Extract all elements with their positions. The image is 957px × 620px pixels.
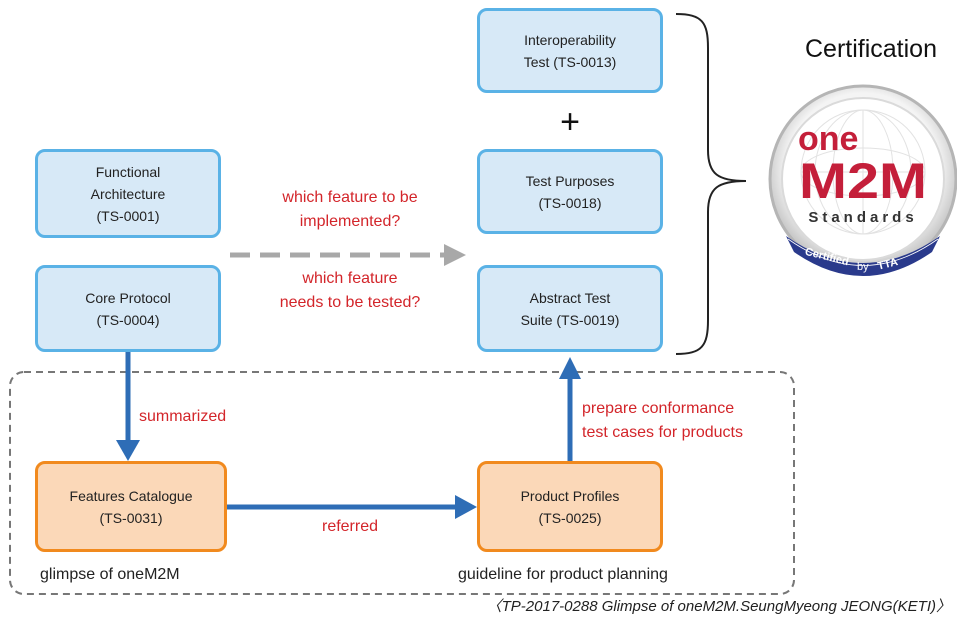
box-line: Test Purposes [525,172,615,189]
product-planning-group [9,371,795,595]
label-line: test cases for products [582,424,743,441]
guideline-caption: guideline for product planning [458,566,668,583]
dashed-arrow-head [444,244,466,266]
logo-by-text: by [857,261,869,273]
plus-sign: + [560,103,580,141]
prepare-conformance-label: prepare conformance test cases for produ… [582,397,743,445]
interoperability-test-box: Interoperability Test (TS-0013) [477,8,663,93]
test-purposes-box: Test Purposes (TS-0018) [477,149,663,234]
product-profiles-box: Product Profiles (TS-0025) [477,461,663,552]
logo-one-text: one [798,120,858,158]
curly-brace [675,13,747,355]
logo-standards-text: Standards [808,209,917,226]
features-catalogue-box: Features Catalogue (TS-0031) [35,461,227,552]
functional-architecture-box: Functional Architecture (TS-0001) [35,149,221,238]
core-protocol-box: Core Protocol (TS-0004) [35,265,221,352]
box-line: Interoperability [524,31,616,48]
box-line: Core Protocol [85,289,171,306]
label-line: which feature [302,270,398,287]
box-line: (TS-0031) [99,509,163,526]
referred-arrow-head [455,495,477,519]
box-line: Features Catalogue [69,487,193,504]
box-line: (TS-0018) [538,194,602,211]
box-line: Functional [95,163,161,180]
prepare-arrow-head [559,357,581,379]
box-line: Product Profiles [520,487,620,504]
which-feature-tested-label: which feature needs to be tested? [250,267,450,315]
logo-m2m-text: M2M [799,153,927,209]
box-line: Suite (TS-0019) [520,311,620,328]
box-line: Test (TS-0013) [523,53,617,70]
glimpse-caption: glimpse of oneM2M [40,566,180,583]
label-line: prepare conformance [582,400,735,417]
label-line: needs to be tested? [279,294,421,311]
which-feature-implemented-label: which feature to be implemented? [250,186,450,234]
box-line: (TS-0004) [96,311,160,328]
box-line: Abstract Test [529,289,611,306]
summarized-label: summarized [139,408,227,425]
certified-badge [786,236,940,276]
label-line: implemented? [299,213,401,230]
abstract-test-suite-box: Abstract Test Suite (TS-0019) [477,265,663,352]
referred-label: referred [321,518,379,535]
summarized-arrow-head [116,440,140,461]
certification-title: Certification [805,35,937,63]
logo-tta-text: TTA [876,256,899,273]
label-line: which feature to be [282,189,418,206]
box-line: Architecture [90,185,166,202]
source-caption: 〈TP-2017-0288 Glimpse of oneM2M.SeungMye… [486,598,951,615]
box-line: (TS-0025) [538,509,602,526]
box-line: (TS-0001) [96,207,160,224]
